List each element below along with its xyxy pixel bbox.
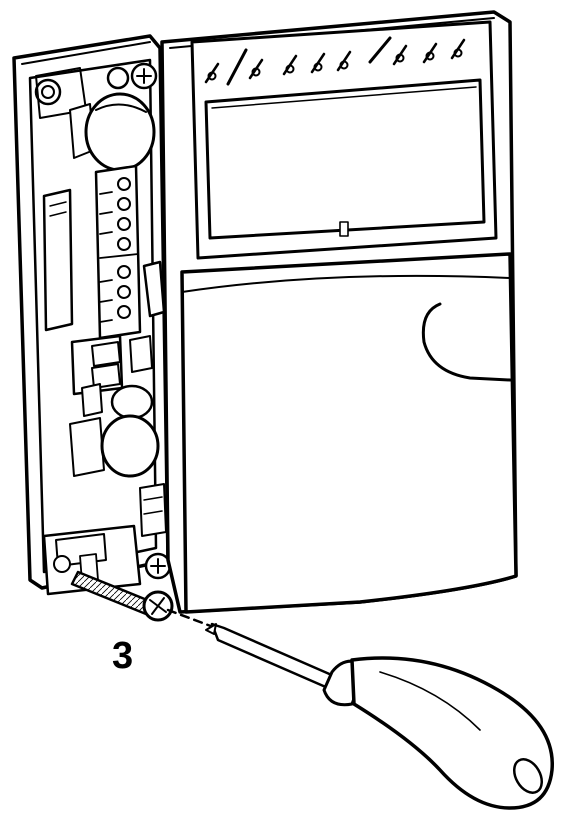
bottom-bracket [42, 524, 142, 596]
small-capacitor [81, 383, 154, 420]
step-number: 3 [112, 635, 133, 677]
screwdriver [205, 622, 554, 810]
top-right-base-screw [130, 62, 158, 90]
mounting-screw [70, 570, 174, 622]
upper-capacitor [69, 92, 156, 172]
display-panel [190, 20, 498, 260]
terminal-block [94, 164, 142, 340]
lower-capacitor [69, 414, 160, 478]
front-flap [180, 252, 518, 614]
side-module [42, 188, 74, 332]
top-left-screw [34, 78, 62, 106]
alignment-dashed-line [166, 608, 218, 630]
led-indicators [204, 36, 466, 86]
